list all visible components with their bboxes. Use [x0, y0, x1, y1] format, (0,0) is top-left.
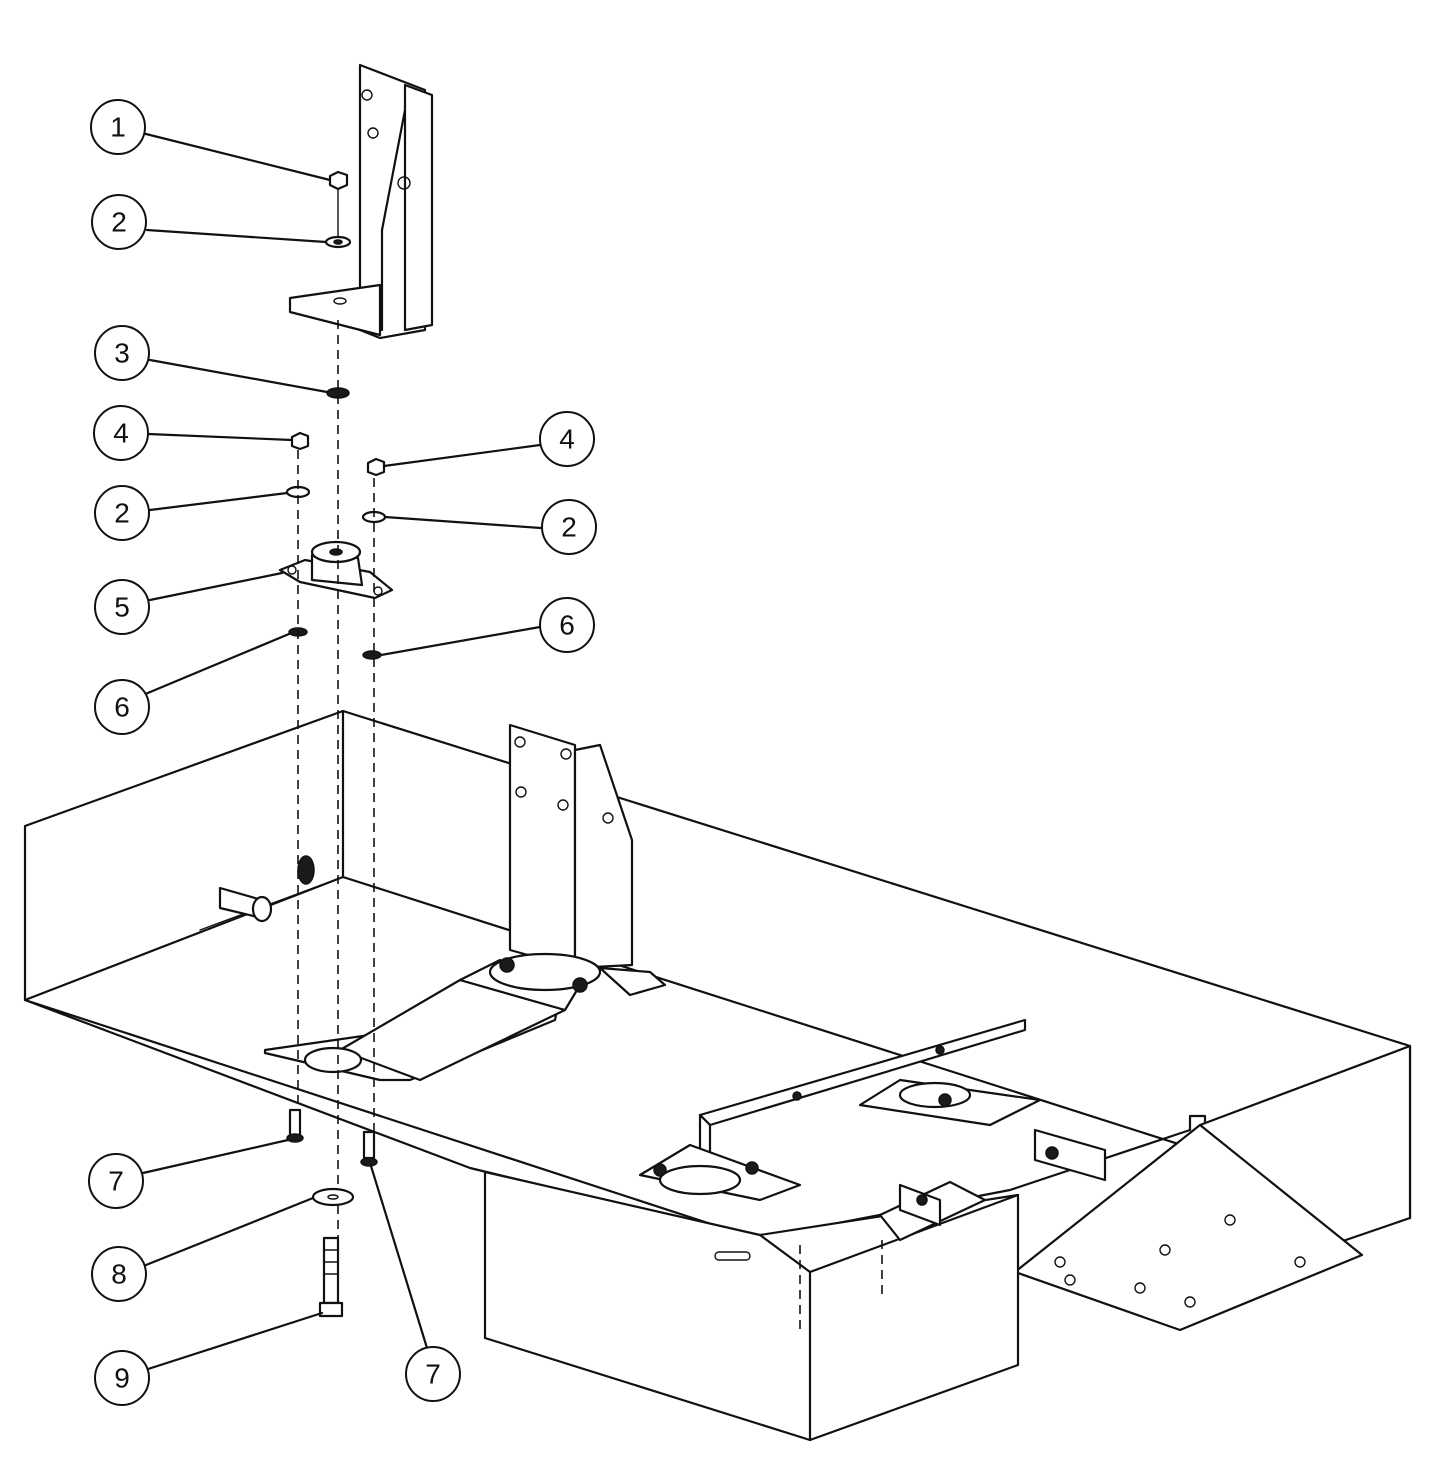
- callout: 2: [91, 194, 147, 250]
- callout: 8: [91, 1246, 147, 1302]
- callout-label: 2: [114, 498, 130, 529]
- callout-label: 2: [111, 207, 127, 238]
- callout: 2: [94, 485, 150, 541]
- callout: 6: [94, 679, 150, 735]
- hardware-stack: [278, 170, 394, 1318]
- front-box: [483, 1170, 1020, 1442]
- leader-lines: [140, 131, 543, 1372]
- callout-label: 4: [559, 424, 575, 455]
- callout-label: 6: [114, 692, 130, 723]
- callout-label: 8: [111, 1259, 127, 1290]
- callout: 9: [94, 1350, 150, 1406]
- upper-bracket: [288, 63, 434, 340]
- callout-label: 7: [425, 1359, 441, 1390]
- callout: 6: [539, 597, 595, 653]
- mounted-bracket: [488, 723, 667, 997]
- callout-label: 4: [113, 418, 129, 449]
- callout: 4: [93, 405, 149, 461]
- cross-rail: [638, 1018, 1042, 1202]
- side-fitting: [218, 855, 315, 923]
- callout: 2: [541, 499, 597, 555]
- callout: 7: [88, 1153, 144, 1209]
- callout: 3: [94, 325, 150, 381]
- callout-label: 6: [559, 610, 575, 641]
- callout-label: 2: [561, 512, 577, 543]
- callout: 7: [405, 1346, 461, 1402]
- callout: 5: [94, 579, 150, 635]
- callout-label: 3: [114, 338, 130, 369]
- right-step-panel: [1013, 1044, 1412, 1332]
- callout-label: 1: [110, 112, 126, 143]
- callout: 4: [539, 411, 595, 467]
- callout-label: 7: [108, 1166, 124, 1197]
- callout: 1: [90, 99, 146, 155]
- callout-label: 9: [114, 1363, 130, 1394]
- callout-label: 5: [114, 592, 130, 623]
